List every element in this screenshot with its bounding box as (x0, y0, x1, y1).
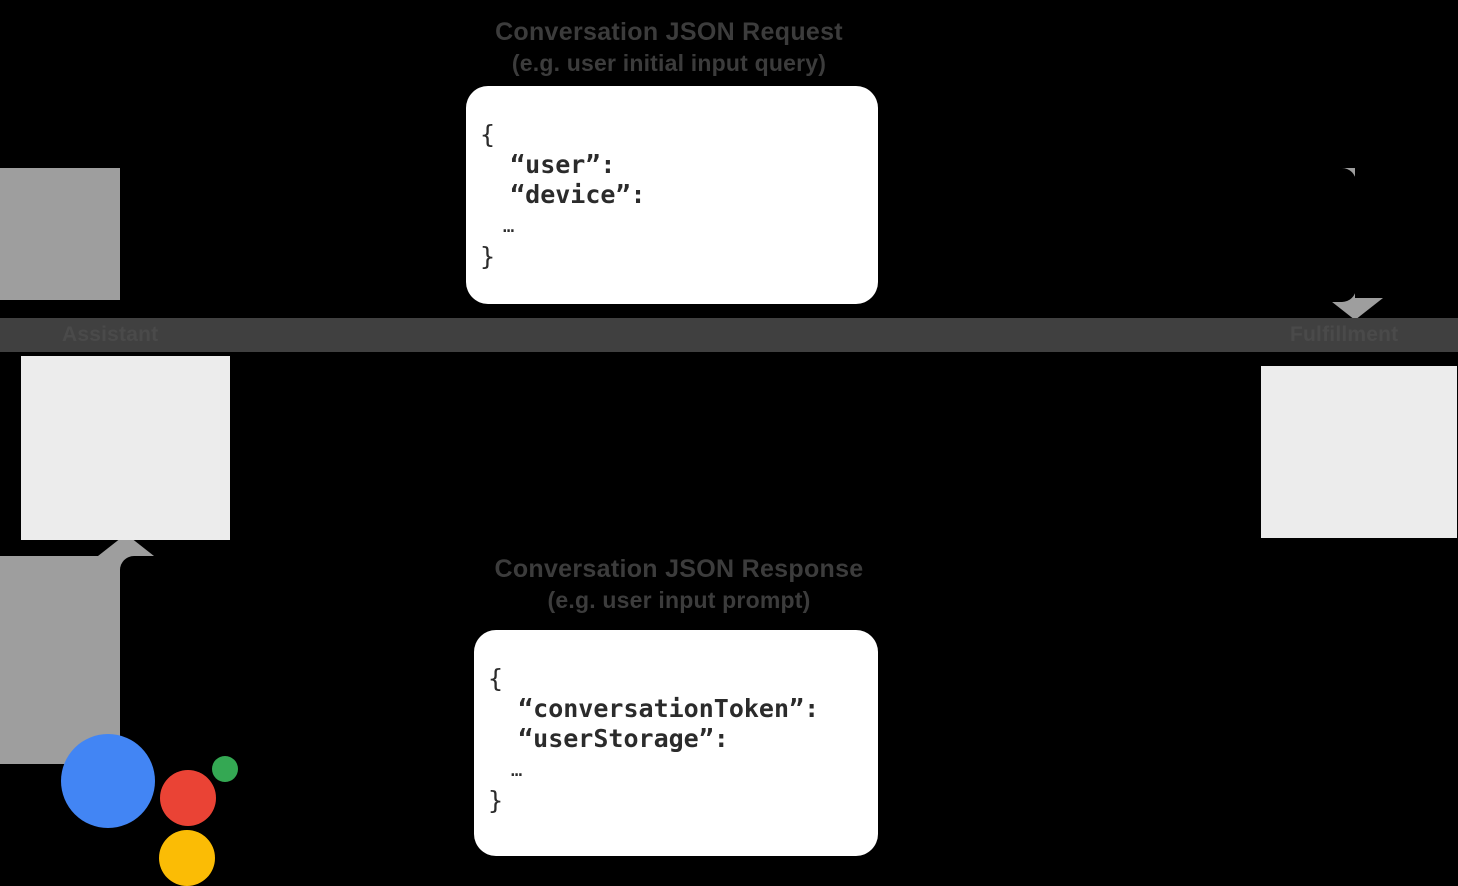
json-request-ellipsis: … (480, 215, 515, 237)
json-response-close-brace: } (488, 786, 504, 815)
assistant-icon-tile (21, 356, 238, 886)
google-assistant-red-dot-icon (160, 770, 216, 826)
caption-response: Conversation JSON Response (e.g. user in… (339, 553, 1019, 616)
caption-response-subtitle: (e.g. user input prompt) (547, 587, 811, 613)
json-response-open-brace: { (488, 664, 504, 693)
json-response-key-conversation-token: “conversationToken”: (488, 694, 820, 723)
fulfillment-icon-tile (1261, 366, 1457, 538)
json-response-key-user-storage: “userStorage”: (488, 724, 729, 753)
flow-arrow-request-head (1327, 298, 1383, 320)
divider-bar (0, 318, 1458, 352)
json-request-key-user: “user”: (480, 150, 616, 179)
caption-response-title: Conversation JSON Response (494, 555, 864, 583)
diagram-canvas: Assistant Fulfillment Conversation JSON … (0, 16, 1458, 886)
json-response-ellipsis: … (488, 759, 523, 781)
caption-request-subtitle: (e.g. user initial input query) (511, 50, 827, 76)
google-assistant-green-dot-icon (212, 756, 238, 782)
google-assistant-blue-dot-icon (61, 734, 155, 828)
json-request-open-brace: { (480, 120, 496, 149)
json-request-card: { “user”: “device”: … } (466, 86, 878, 304)
json-request-key-device: “device”: (480, 180, 646, 209)
endpoint-label-assistant: Assistant (62, 323, 159, 346)
caption-request: Conversation JSON Request (e.g. user ini… (329, 16, 1009, 79)
json-request-close-brace: } (480, 242, 496, 271)
google-assistant-yellow-dot-icon (159, 830, 215, 886)
caption-request-title: Conversation JSON Request (495, 18, 843, 46)
endpoint-label-fulfillment: Fulfillment (1290, 323, 1399, 346)
json-response-card: { “conversationToken”: “userStorage”: … … (474, 630, 878, 856)
